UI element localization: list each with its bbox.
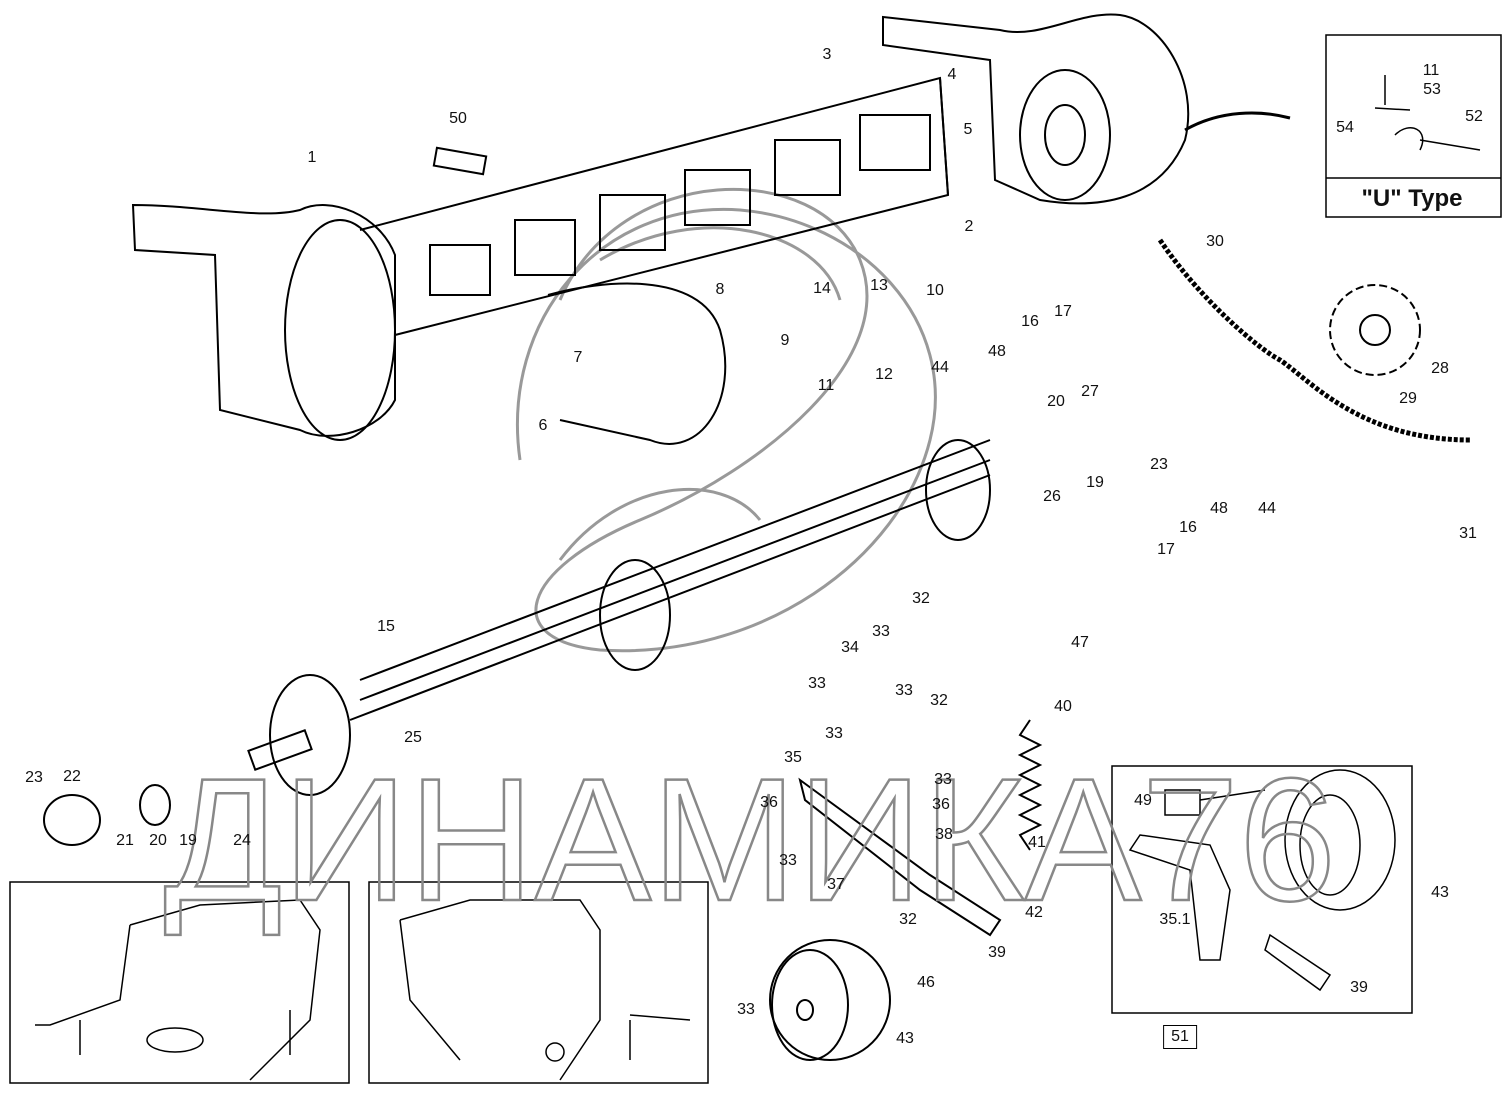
callout-26: 26 (1043, 488, 1061, 505)
inset-right-parts (1128, 769, 1396, 992)
callout-23: 23 (25, 769, 43, 786)
callout-46: 46 (917, 974, 935, 991)
callout-20: 20 (1047, 393, 1065, 410)
callout-32: 32 (930, 692, 948, 709)
callout-u-54: 54 (1336, 119, 1354, 136)
callout-25: 25 (404, 729, 422, 746)
callout-36: 36 (760, 794, 778, 811)
callout-37: 37 (827, 876, 845, 893)
inset-box-u-type (1325, 34, 1502, 218)
callout-50: 50 (449, 110, 467, 127)
shaft-assembly (247, 439, 991, 796)
callout-47: 47 (1071, 634, 1089, 651)
callout-49: 49 (1134, 792, 1152, 809)
u-type-label: "U" Type (1361, 185, 1463, 212)
callout-43: 43 (1431, 884, 1449, 901)
callout-40: 40 (1054, 698, 1072, 715)
gauge-wheel (769, 939, 891, 1061)
frame-assembly (131, 76, 950, 441)
callout-27: 27 (1081, 383, 1099, 400)
callout-16: 16 (1021, 313, 1039, 330)
callout-u-52: 52 (1465, 108, 1483, 125)
callout-9: 9 (780, 332, 790, 349)
callout-33: 33 (872, 623, 890, 640)
callout-29: 29 (1399, 390, 1417, 407)
inset-box-left (9, 881, 350, 1084)
drive-wheel-guard (882, 13, 1291, 205)
callout-34: 34 (841, 639, 859, 656)
callout-39: 39 (988, 944, 1006, 961)
callout-33: 33 (825, 725, 843, 742)
callout-35: 35 (784, 749, 802, 766)
callout-28: 28 (1431, 360, 1449, 377)
callout-44: 44 (931, 359, 949, 376)
callout-19: 19 (1086, 474, 1104, 491)
callout-48: 48 (988, 343, 1006, 360)
callout-31: 31 (1459, 525, 1477, 542)
callout-10: 10 (926, 282, 944, 299)
callout-4: 4 (947, 66, 957, 83)
u-type-parts (1374, 75, 1481, 151)
callout-32: 32 (912, 590, 930, 607)
callout-32: 32 (899, 911, 917, 928)
callout-19: 19 (179, 832, 197, 849)
callout-24: 24 (233, 832, 251, 849)
callout-33: 33 (808, 675, 826, 692)
callout-35-1: 35.1 (1159, 911, 1191, 928)
callout-36: 36 (932, 796, 950, 813)
callout-22: 22 (63, 768, 81, 785)
callout-u-11: 11 (1422, 62, 1440, 79)
callout-8: 8 (715, 281, 725, 298)
callout-17: 17 (1157, 541, 1175, 558)
callout-u-53: 53 (1423, 81, 1441, 98)
callout-33: 33 (934, 771, 952, 788)
callout-20: 20 (149, 832, 167, 849)
callout-23: 23 (1150, 456, 1168, 473)
callout-33: 33 (895, 682, 913, 699)
callout-44: 44 (1258, 500, 1276, 517)
inset-left-outline (35, 899, 321, 1081)
callout-15: 15 (377, 618, 395, 635)
callout-14: 14 (813, 280, 831, 297)
callout-33: 33 (737, 1001, 755, 1018)
spring (1017, 719, 1043, 851)
callout-2: 2 (964, 218, 974, 235)
wheel-arm (798, 777, 1002, 937)
callout-3: 3 (822, 46, 832, 63)
callout-6: 6 (538, 417, 548, 434)
watermark-logo (515, 187, 937, 653)
callout-11: 11 (817, 377, 835, 394)
drive-chain (1157, 238, 1471, 443)
callout-1: 1 (307, 149, 317, 166)
callout-39: 39 (1350, 979, 1368, 996)
inset-middle-outline (399, 899, 691, 1081)
callout-41: 41 (1028, 834, 1046, 851)
callout-21: 21 (116, 832, 134, 849)
callout-51-kit: 51 (1163, 1025, 1197, 1049)
sprocket (1329, 284, 1421, 376)
callout-30: 30 (1206, 233, 1224, 250)
callout-38: 38 (935, 826, 953, 843)
inset-box-right (1111, 765, 1413, 1014)
callout-42: 42 (1025, 904, 1043, 921)
belt (547, 282, 727, 445)
inset-box-middle (368, 881, 709, 1084)
callout-17: 17 (1054, 303, 1072, 320)
callout-16: 16 (1179, 519, 1197, 536)
callout-13: 13 (870, 277, 888, 294)
callout-12: 12 (875, 366, 893, 383)
callout-43: 43 (896, 1030, 914, 1047)
callout-48: 48 (1210, 500, 1228, 517)
watermark-text: ДИНАМИКА76 (164, 743, 1336, 938)
callout-5: 5 (963, 121, 973, 138)
callout-33: 33 (779, 852, 797, 869)
callout-7: 7 (573, 349, 583, 366)
bearing-housing (43, 794, 101, 846)
